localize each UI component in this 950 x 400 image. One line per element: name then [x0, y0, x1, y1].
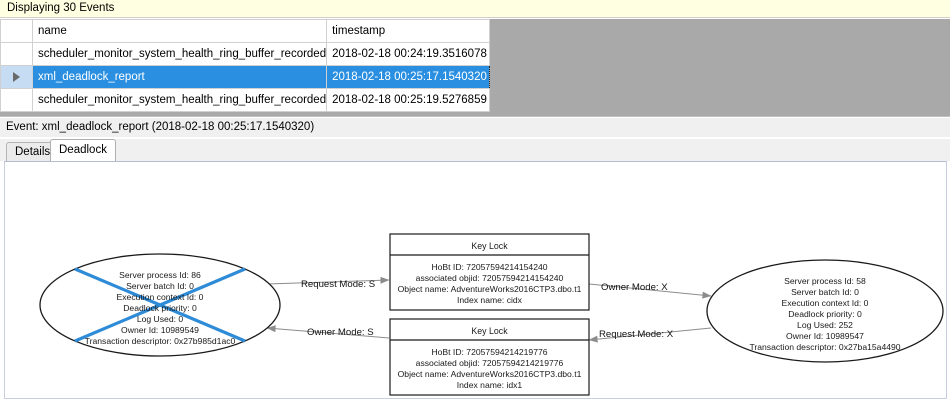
deadlock-graph-svg: Request Mode: S Owner Mode: S Owner Mode… — [39, 233, 944, 396]
key-lock-bottom-line-2: Object name: AdventureWorks2016CTP3.dbo.… — [398, 369, 582, 379]
key-lock-bottom-title: Key Lock — [471, 326, 508, 336]
node-surviving-process[interactable]: Server process Id: 58 Server batch Id: 0… — [706, 259, 944, 363]
cell-timestamp[interactable]: 2018-02-18 00:25:17.1540320 — [326, 65, 491, 89]
key-lock-bottom-line-0: HoBt ID: 72057594214219776 — [431, 347, 547, 357]
cell-timestamp[interactable]: 2018-02-18 00:24:19.3516078 — [326, 42, 491, 66]
edge-owner-mode-s-label: Owner Mode: S — [307, 327, 374, 338]
cell-name[interactable]: scheduler_monitor_system_health_ring_buf… — [31, 88, 328, 112]
victim-line-4: Log Used: 0 — [137, 314, 184, 324]
row-selector-cell[interactable] — [0, 65, 33, 89]
key-lock-bottom-line-3: Index name: idx1 — [457, 380, 523, 390]
column-header-selector — [0, 19, 33, 43]
cell-name[interactable]: xml_deadlock_report — [31, 65, 327, 89]
surviving-line-2: Execution context Id: 0 — [782, 298, 869, 308]
cell-timestamp[interactable]: 2018-02-18 00:25:19.5276859 — [326, 88, 491, 112]
edge-owner-mode-x: Owner Mode: X — [588, 282, 712, 299]
victim-line-3: Deadlock priority: 0 — [123, 303, 197, 313]
surviving-line-6: Transaction descriptor: 0x27ba15a4490 — [749, 342, 900, 352]
event-detail-header: Event: xml_deadlock_report (2018-02-18 0… — [0, 118, 950, 137]
tab-deadlock-label: Deadlock — [59, 144, 107, 156]
table-row[interactable]: scheduler_monitor_system_health_ring_buf… — [0, 42, 491, 66]
events-status-banner: Displaying 30 Events — [0, 0, 950, 18]
column-header-name[interactable]: name — [31, 19, 328, 43]
tab-details-label: Details — [15, 146, 51, 158]
row-selector-cell[interactable] — [0, 42, 33, 66]
column-header-timestamp[interactable]: timestamp — [326, 19, 491, 43]
key-lock-top-line-3: Index name: cidx — [457, 295, 523, 305]
event-detail-header-text: Event: xml_deadlock_report (2018-02-18 0… — [6, 121, 315, 133]
surviving-line-5: Owner Id: 10989547 — [786, 331, 864, 341]
key-lock-top-line-0: HoBt ID: 72057594214154240 — [431, 262, 547, 272]
surviving-line-3: Deadlock priority: 0 — [788, 309, 862, 319]
victim-line-2: Execution context Id: 0 — [117, 292, 204, 302]
key-lock-bottom-line-1: associated objid: 72057594214219776 — [416, 358, 564, 368]
tab-deadlock[interactable]: Deadlock — [50, 139, 116, 161]
edge-request-mode-s-label: Request Mode: S — [301, 279, 375, 290]
table-row[interactable]: scheduler_monitor_system_health_ring_buf… — [0, 88, 491, 112]
row-selector-cell[interactable] — [0, 88, 33, 112]
edge-owner-mode-s: Owner Mode: S — [266, 325, 390, 339]
node-key-lock-top[interactable]: Key Lock HoBt ID: 72057594214154240 asso… — [389, 233, 590, 311]
surviving-line-1: Server batch Id: 0 — [791, 287, 859, 297]
key-lock-top-line-2: Object name: AdventureWorks2016CTP3.dbo.… — [398, 284, 582, 294]
node-victim-process[interactable]: Server process Id: 86 Server batch Id: 0… — [39, 253, 281, 357]
edge-request-mode-x: Request Mode: X — [588, 327, 712, 343]
cell-name[interactable]: scheduler_monitor_system_health_ring_buf… — [31, 42, 328, 66]
victim-line-5: Owner Id: 10989549 — [121, 325, 199, 335]
events-status-text: Displaying 30 Events — [7, 2, 115, 14]
edge-request-mode-x-label: Request Mode: X — [599, 329, 674, 340]
node-key-lock-bottom[interactable]: Key Lock HoBt ID: 72057594214219776 asso… — [389, 318, 590, 396]
key-lock-top-title: Key Lock — [471, 241, 508, 251]
victim-line-6: Transaction descriptor: 0x27b985d1ac0 — [85, 336, 236, 346]
deadlock-graph-canvas[interactable]: Request Mode: S Owner Mode: S Owner Mode… — [4, 161, 947, 399]
detail-tabstrip: Details Deadlock — [0, 139, 950, 161]
edge-owner-mode-x-label: Owner Mode: X — [601, 282, 668, 293]
surviving-line-0: Server process Id: 58 — [784, 276, 866, 286]
right-triangle-icon — [13, 72, 20, 82]
victim-line-1: Server batch Id: 0 — [126, 281, 194, 291]
key-lock-top-line-1: associated objid: 72057594214154240 — [416, 273, 564, 283]
edge-request-mode-s: Request Mode: S — [266, 276, 390, 290]
victim-cross-line-2 — [74, 267, 246, 343]
victim-line-0: Server process Id: 86 — [119, 270, 201, 280]
surviving-line-4: Log Used: 252 — [797, 320, 853, 330]
